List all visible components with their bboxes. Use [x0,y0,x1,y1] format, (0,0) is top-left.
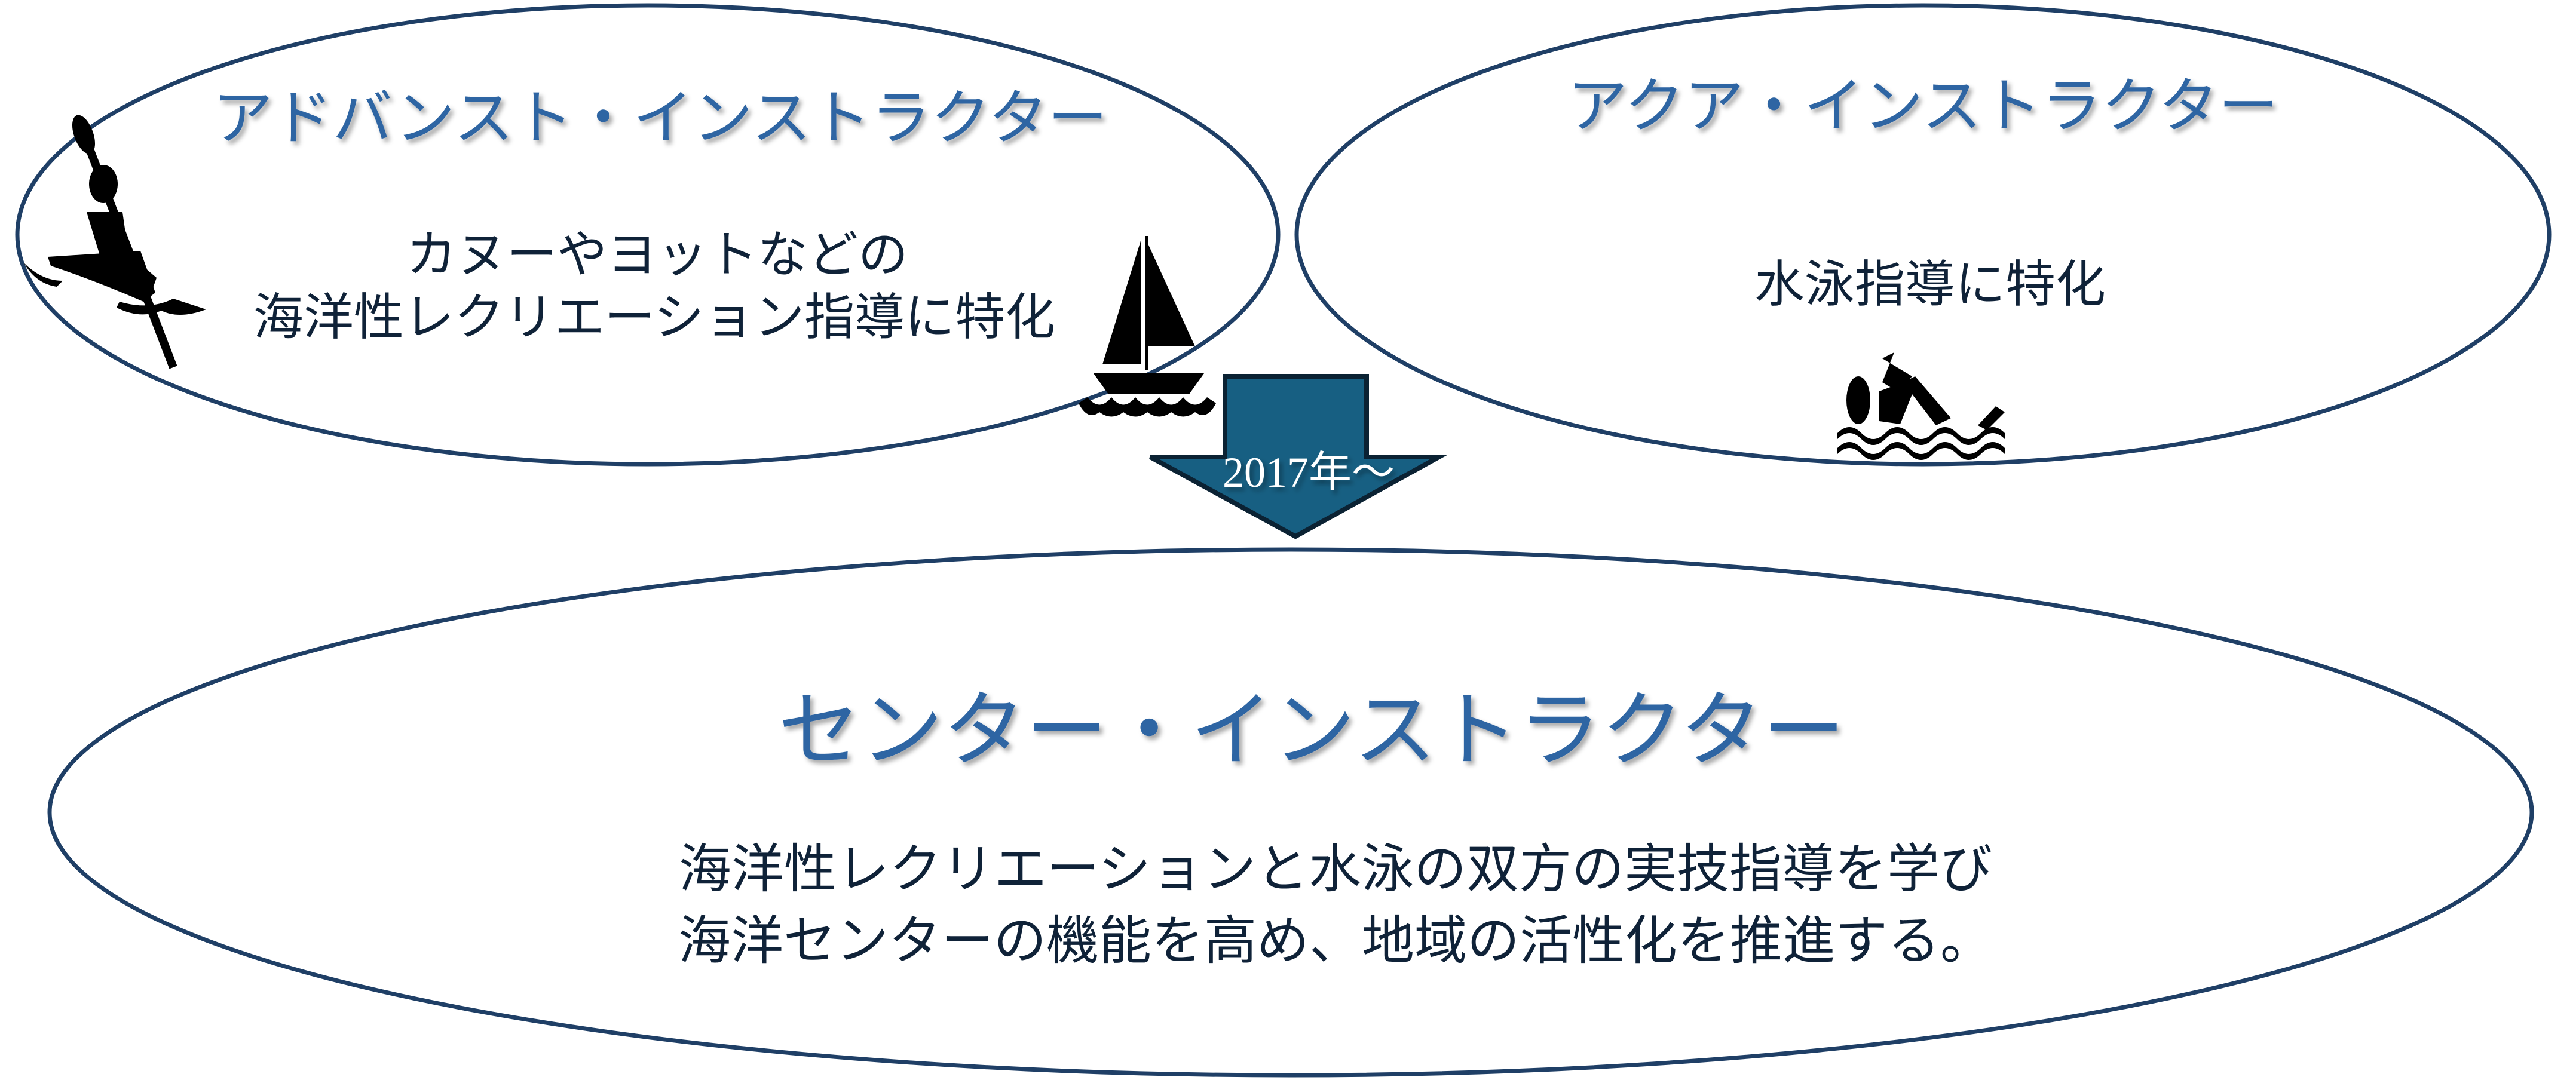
advanced-desc-line1: カヌーやヨットなどの [406,225,908,284]
down-arrow-shape [1149,374,1448,539]
center-desc-line1: 海洋性レクリエーションと水泳の双方の実技指導を学び [679,838,1992,900]
aqua-instructor-node: アクア・インストラクター 水泳指導に特化 [1294,3,2552,467]
advanced-ellipse [15,3,1281,467]
advanced-instructor-node: アドバンスト・インストラクター カヌーやヨットなどの 海洋性レクリエーション指導… [15,3,1281,467]
aqua-title: アクア・インストラクター [1568,71,2278,141]
transition-arrow: 2017年～ [1149,374,1448,539]
swimmer-icon [1837,352,2005,460]
center-ellipse [47,547,2534,1078]
advanced-desc-line2: 海洋性レクリエーション指導に特化 [253,288,1055,346]
kayak-icon [24,115,206,369]
sailboat-icon [1079,236,1216,417]
arrow-year-label: 2017年～ [1223,449,1395,496]
center-title: センター・インストラクター [778,682,1845,778]
center-desc-line2: 海洋センターの機能を高め、地域の活性化を推進する。 [678,910,1993,971]
aqua-ellipse [1294,3,2552,467]
aqua-desc-line1: 水泳指導に特化 [1754,255,2106,314]
advanced-title: アドバンスト・インストラクター [213,83,1108,153]
center-instructor-node: センター・インストラクター 海洋性レクリエーションと水泳の双方の実技指導を学び … [47,547,2534,1078]
